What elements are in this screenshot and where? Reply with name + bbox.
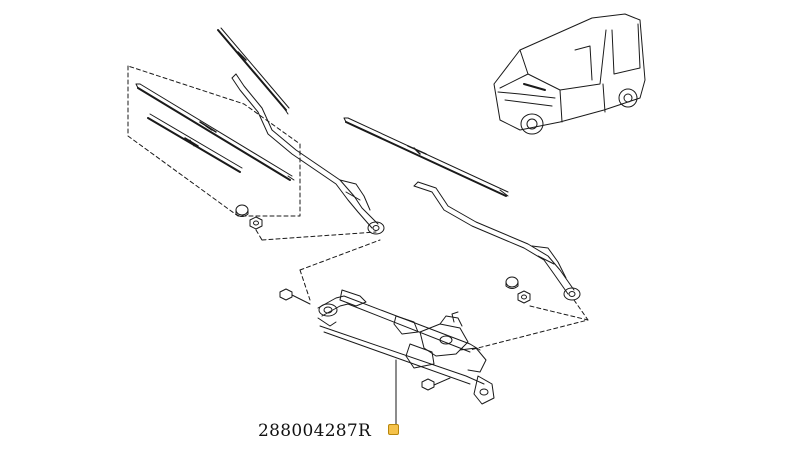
vehicle-icon bbox=[493, 13, 646, 135]
nut-icon bbox=[249, 216, 263, 230]
wiper-arm-icon bbox=[413, 181, 581, 301]
part-number-label[interactable]: 288004287R bbox=[258, 421, 372, 441]
wiper-blade-icon bbox=[135, 83, 295, 181]
bolt-icon bbox=[279, 288, 311, 305]
wiper-blade-icon bbox=[217, 27, 290, 115]
spare-blades-box bbox=[127, 65, 301, 217]
wiper-linkage-icon bbox=[317, 289, 495, 405]
bolt-icon bbox=[421, 377, 451, 391]
nut-icon bbox=[517, 290, 531, 304]
wiper-blade-icon bbox=[147, 113, 243, 173]
part-callout-marker[interactable] bbox=[388, 424, 399, 435]
cap-icon bbox=[505, 276, 519, 289]
wiper-arm-icon bbox=[231, 73, 385, 235]
cap-icon bbox=[235, 204, 249, 217]
wiper-blade-icon bbox=[343, 117, 509, 197]
